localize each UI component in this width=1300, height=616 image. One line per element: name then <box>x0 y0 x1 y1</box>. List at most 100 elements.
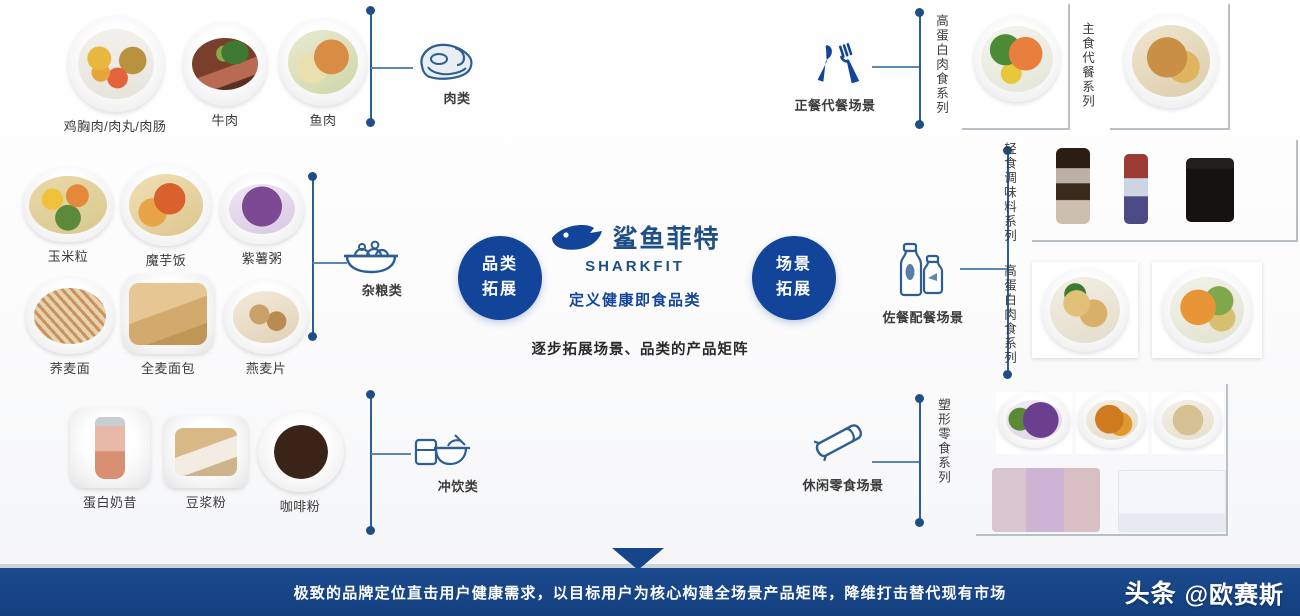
connector-dot <box>915 518 924 527</box>
series-label-high-protein-meat-2: 高蛋白肉食系列 <box>1002 264 1016 366</box>
photo-frame <box>962 4 1070 130</box>
photo-frame <box>1032 140 1298 242</box>
shark-fish-icon <box>549 222 605 256</box>
photo-pepper-grinder <box>1056 148 1090 224</box>
connector-dot <box>366 390 375 399</box>
food-label: 魔芋饭 <box>145 253 187 268</box>
connector-horizontal-main-meal <box>872 66 920 68</box>
banner-text: 极致的品牌定位直击用户健康需求，以目标用户为核心构建全场景产品矩阵，降维打击替代… <box>293 584 1007 602</box>
photo-sausage-veg-plate <box>1152 262 1262 358</box>
watermark: 头条 @欧赛斯 <box>1125 574 1284 610</box>
photo-jelly-pouches <box>992 468 1100 532</box>
food-thumb: 紫薯粥 <box>216 174 308 267</box>
category-label: 杂粮类 <box>361 283 403 298</box>
food-label: 蛋白奶昔 <box>82 495 137 510</box>
brand-wordmark: 鲨鱼菲特 <box>612 224 721 253</box>
down-arrow-icon <box>612 548 664 570</box>
photo-chicken-cubes-bowl <box>1032 262 1138 358</box>
category-meat: 肉类 <box>412 40 502 107</box>
food-thumb: 牛肉 <box>180 22 270 129</box>
scene-main-meal: 正餐代餐场景 <box>770 42 900 114</box>
food-thumb: 魔芋饭 <box>116 164 216 269</box>
photo-frame <box>1110 4 1230 130</box>
circle-line-2: 拓展 <box>481 281 518 298</box>
connector-horizontal-meat <box>371 67 413 69</box>
scene-label: 休闲零食场景 <box>802 478 884 493</box>
fork-spoon-icon <box>810 42 860 86</box>
connector-dot <box>308 172 317 181</box>
food-thumb: 咖啡粉 <box>252 412 348 515</box>
food-thumb: 全麦面包 <box>118 274 218 377</box>
food-label: 咖啡粉 <box>279 499 321 514</box>
food-thumb: 豆浆粉 <box>158 416 254 511</box>
watermark-handle: @欧赛斯 <box>1184 581 1284 609</box>
snack-bar-icon <box>814 420 872 466</box>
scene-label: 正餐代餐场景 <box>794 98 876 113</box>
food-label: 豆浆粉 <box>185 495 227 510</box>
connector-vertical-drinks <box>370 396 372 532</box>
food-label: 鱼肉 <box>309 113 337 128</box>
connector-dot <box>915 394 924 403</box>
bottom-banner: 极致的品牌定位直击用户健康需求，以目标用户为核心构建全场景产品矩阵，降维打击替代… <box>0 568 1300 616</box>
steak-meat-icon <box>412 40 502 84</box>
food-label: 紫薯粥 <box>241 251 283 266</box>
food-label: 燕麦片 <box>245 361 287 376</box>
photo-frame <box>976 384 1228 536</box>
brand-tagline: 定义健康即食品类 <box>568 292 701 309</box>
connector-dot <box>1003 146 1012 155</box>
food-thumb: 鱼肉 <box>275 18 371 129</box>
connector-dot <box>308 332 317 341</box>
series-label-staple-meal-replacement: 主食代餐系列 <box>1080 22 1094 109</box>
circle-category-expansion: 品类 拓展 <box>458 236 542 320</box>
scene-snack: 休闲零食场景 <box>778 420 908 494</box>
connector-dot <box>366 526 375 535</box>
category-grains: 杂粮类 <box>342 234 422 299</box>
circle-line-1: 品类 <box>481 256 518 274</box>
connector-dot <box>915 8 924 17</box>
rice-bowl-icon <box>342 234 422 276</box>
connector-dot <box>366 118 375 127</box>
food-label: 鸡胸肉/肉丸/肉肠 <box>63 119 167 134</box>
photo-purple-sweet-potato <box>996 392 1072 454</box>
food-thumb: 鸡胸肉/肉丸/肉肠 <box>60 16 170 135</box>
matrix-statement: 逐步拓展场景、品类的产品矩阵 <box>531 342 749 358</box>
series-label-light-seasoning: 轻食调味料系列 <box>1002 142 1016 244</box>
connector-vertical-main-meal <box>919 14 921 126</box>
cup-and-bowl-icon <box>410 428 506 472</box>
connector-vertical-side-dish <box>1007 152 1009 376</box>
photo-salmon-vegetable-plate <box>966 10 1066 120</box>
connector-dot <box>915 120 924 129</box>
connector-dot <box>1003 370 1012 379</box>
food-thumb: 荞麦面 <box>22 278 118 377</box>
category-label: 肉类 <box>443 91 471 106</box>
brand-latin: SHARKFIT <box>585 258 685 275</box>
circle-scene-expansion: 场景 拓展 <box>752 236 836 320</box>
series-label-high-protein-meat: 高蛋白肉食系列 <box>934 14 948 116</box>
category-label: 冲饮类 <box>437 479 479 494</box>
photo-nut-crumble <box>1152 392 1224 454</box>
photo-dried-fruit <box>1076 392 1148 454</box>
brand-logo-block: 鲨鱼菲特 SHARKFIT 定义健康即食品类 <box>520 222 750 310</box>
connector-dot <box>366 6 375 15</box>
food-thumb: 蛋白奶昔 <box>62 408 158 511</box>
photo-sauce-bottle <box>1124 154 1148 224</box>
food-label: 牛肉 <box>211 113 239 128</box>
food-thumb: 燕麦片 <box>220 280 312 377</box>
photo-sauce-jar <box>1186 158 1234 222</box>
photo-fried-rice-plate <box>1114 10 1226 122</box>
connector-horizontal-side-dish <box>960 268 1008 270</box>
scene-label: 佐餐配餐场景 <box>882 310 964 325</box>
connector-horizontal-grains <box>313 262 347 264</box>
circle-line-2: 拓展 <box>775 281 812 298</box>
food-label: 全麦面包 <box>140 361 195 376</box>
connector-horizontal-snack <box>872 461 920 463</box>
category-drinks: 冲饮类 <box>410 428 506 495</box>
connector-vertical-grains <box>312 178 314 338</box>
food-label: 荞麦面 <box>49 361 91 376</box>
photo-cracker-box <box>1118 470 1226 532</box>
food-label: 玉米粒 <box>47 249 89 264</box>
bottles-icon <box>894 242 952 298</box>
circle-line-1: 场景 <box>775 256 812 274</box>
connector-horizontal-drinks <box>371 453 411 455</box>
